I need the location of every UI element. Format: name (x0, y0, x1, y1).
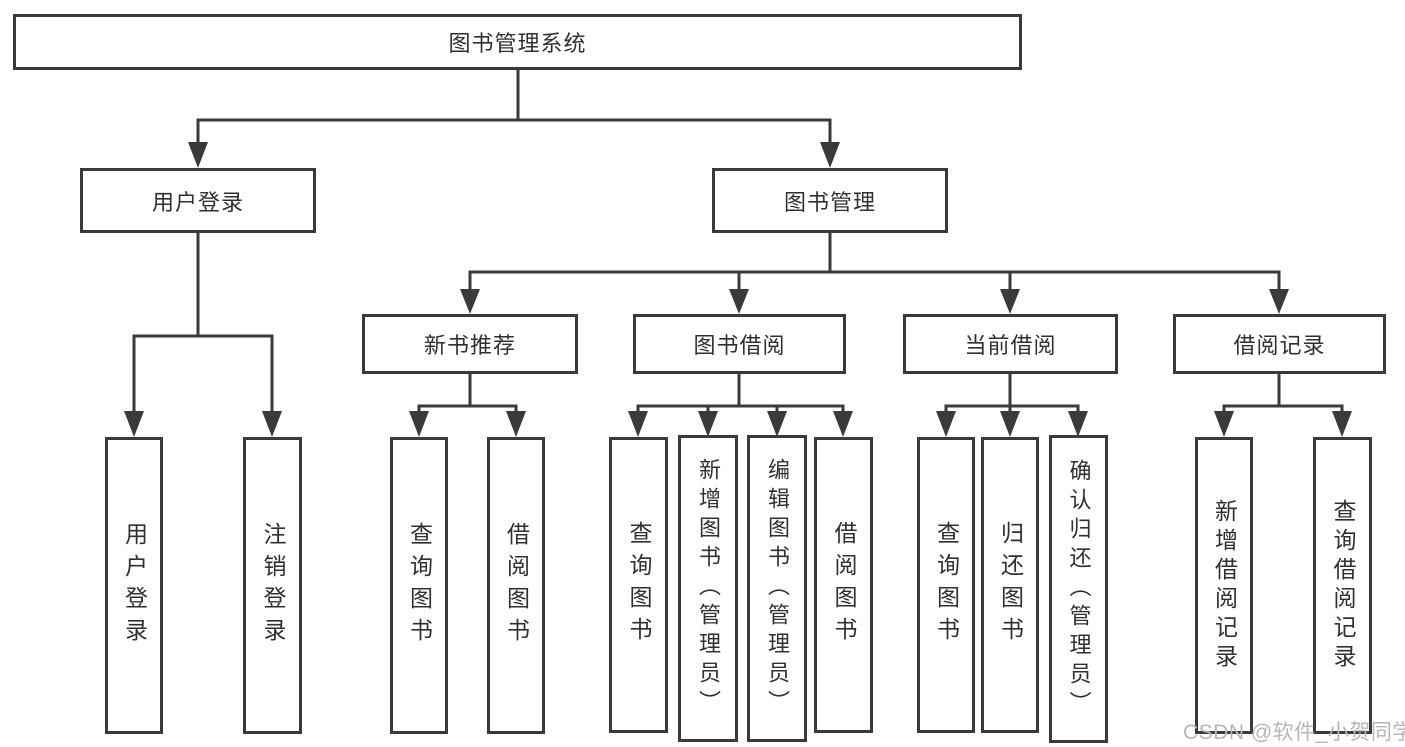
leaf-newbooks-borrow: 借阅图书 (487, 437, 545, 734)
leaf-records-add: 新增借阅记录 (1195, 437, 1253, 734)
leaf-newbooks-query: 查询图书 (390, 437, 448, 734)
leaf-borrow-edit-admin: 编辑图书（管理员） (747, 435, 807, 742)
leaf-current-query: 查询图书 (917, 437, 975, 733)
node-book-mgmt: 图书管理 (712, 168, 948, 233)
watermark: CSDN @软件_小贺同学 (1183, 721, 1405, 744)
leaf-user-login: 用户登录 (105, 437, 163, 734)
node-user-login: 用户登录 (80, 168, 316, 233)
leaf-records-query: 查询借阅记录 (1313, 437, 1372, 734)
node-book-borrow: 图书借阅 (633, 314, 846, 374)
node-borrow-records: 借阅记录 (1173, 314, 1386, 374)
leaf-borrow-add-admin: 新增图书（管理员） (678, 435, 738, 742)
leaf-logout: 注销登录 (243, 437, 302, 734)
node-current-borrow: 当前借阅 (903, 314, 1118, 374)
node-new-books: 新书推荐 (362, 314, 578, 374)
node-root: 图书管理系统 (13, 14, 1022, 70)
leaf-current-confirm-admin: 确认归还（管理员） (1049, 435, 1108, 743)
leaf-current-return: 归还图书 (981, 437, 1039, 733)
leaf-borrow-borrow: 借阅图书 (814, 437, 873, 733)
leaf-borrow-query: 查询图书 (609, 437, 668, 733)
